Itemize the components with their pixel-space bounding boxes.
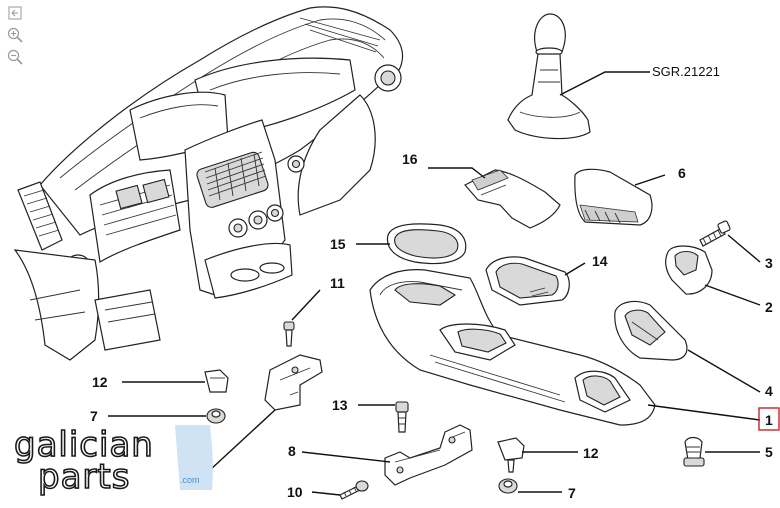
zoom-out-button[interactable] [4, 48, 26, 66]
gear-boot-illustration [507, 13, 591, 140]
leader-14 [564, 262, 586, 276]
watermark-line-2: parts [38, 457, 130, 497]
center-grille [196, 151, 269, 208]
callout-16[interactable]: 16 [402, 151, 418, 167]
part-1-center-console [369, 269, 656, 426]
callout-2[interactable]: 2 [765, 299, 773, 315]
watermark-accent-shape [175, 425, 213, 490]
part-14-tray [485, 256, 570, 306]
leader-16 [428, 167, 486, 179]
part-11-screw [283, 321, 295, 347]
zoom-in-icon [7, 27, 23, 43]
part-5-clip [683, 436, 705, 467]
callout-14[interactable]: 14 [592, 253, 608, 269]
fit-icon [8, 6, 22, 20]
callout-sgr[interactable]: SGR.21221 [652, 64, 720, 79]
part-15-mat [386, 223, 467, 265]
part-4-gear-trim [614, 300, 688, 361]
part-12-clip-lower [497, 437, 525, 473]
part-8-bracket [384, 424, 473, 486]
leader-6 [634, 174, 666, 186]
part-12-clip-upper [204, 369, 229, 393]
part-6-shift-surround [574, 168, 653, 226]
galicianparts-watermark: galician parts .com [13, 424, 213, 498]
part-16-trim-panel [464, 169, 561, 229]
callout-3[interactable]: 3 [765, 255, 773, 271]
part-3-screw [699, 220, 731, 247]
leader-8 [301, 451, 391, 463]
callout-10[interactable]: 10 [287, 484, 303, 500]
callout-15[interactable]: 15 [330, 236, 346, 252]
callout-8[interactable]: 8 [288, 443, 296, 459]
callout-5[interactable]: 5 [765, 444, 773, 460]
watermark-line-1: galician [14, 425, 154, 465]
callout-12-upper[interactable]: 12 [92, 374, 108, 390]
left-air-vent [17, 181, 63, 251]
dashboard-illustration [13, 6, 404, 361]
callout-6[interactable]: 6 [678, 165, 686, 181]
part-10-screw [339, 480, 369, 500]
leader-10 [311, 491, 341, 496]
callout-7-lower[interactable]: 7 [568, 485, 576, 501]
watermark-suffix: .com [180, 475, 200, 485]
leader-bracket [209, 409, 276, 471]
callout-11[interactable]: 11 [330, 275, 345, 291]
callout-12-lower[interactable]: 12 [583, 445, 599, 461]
leader-1 [647, 404, 761, 421]
viewer-toolbar [4, 4, 28, 66]
leader-3 [727, 234, 761, 263]
callout-1-highlight [758, 407, 780, 431]
leader-11 [291, 289, 321, 321]
leader-2 [704, 284, 761, 306]
leader-4 [687, 349, 761, 393]
part-13-bolt [395, 401, 409, 433]
callout-1[interactable]: 1 [765, 412, 773, 428]
zoom-out-icon [7, 49, 23, 65]
callout-7-upper[interactable]: 7 [90, 408, 98, 424]
part-2-boot-cap [665, 245, 713, 295]
part-7-nut-upper [206, 408, 226, 424]
zoom-in-button[interactable] [4, 26, 26, 44]
fit-to-screen-button[interactable] [4, 4, 26, 22]
upper-bracket [264, 354, 323, 411]
part-7-nut-lower [498, 478, 518, 494]
callout-13[interactable]: 13 [332, 397, 348, 413]
leader-sgr [559, 71, 650, 96]
callout-4[interactable]: 4 [765, 383, 773, 399]
